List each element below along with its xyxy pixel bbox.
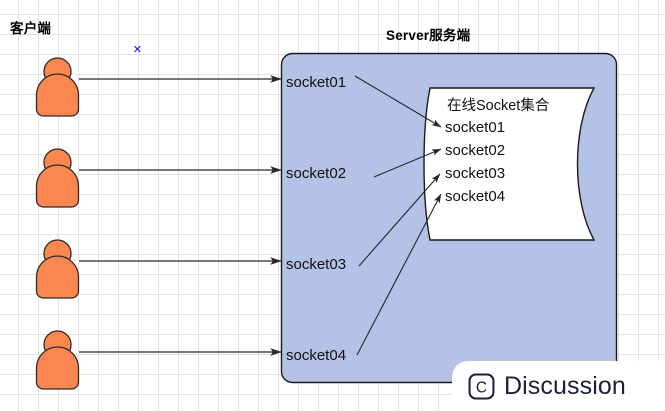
user-icon <box>35 148 80 208</box>
svg-text:C: C <box>476 379 487 396</box>
user-icon <box>35 330 80 390</box>
registration-arrow-socket01 <box>354 75 442 128</box>
server-socket-label-3: socket03 <box>286 256 347 273</box>
server-section-title: Server服务端 <box>386 28 471 43</box>
discussion-logo-icon: C <box>468 373 495 399</box>
collection-title: 在线Socket集合 <box>447 98 550 114</box>
registration-arrow-socket02 <box>373 148 442 178</box>
server-socket-label-4: socket04 <box>286 347 347 364</box>
discussion-watermark-label: Discussion <box>504 371 626 400</box>
registration-arrow-socket04 <box>356 193 442 356</box>
registration-arrow-socket03 <box>358 173 441 267</box>
user-icon <box>35 57 80 117</box>
collection-item-3: socket03 <box>445 165 506 182</box>
discussion-watermark: C Discussion <box>452 361 665 411</box>
server-socket-label-2: socket02 <box>286 165 347 182</box>
collection-item-4: socket04 <box>445 188 506 205</box>
collection-item-2: socket02 <box>445 142 506 159</box>
user-icon <box>35 239 80 299</box>
client-section-title: 客户端 <box>10 21 52 36</box>
cursor-crosshair-icon: × <box>133 41 142 58</box>
server-socket-label-1: socket01 <box>286 74 347 91</box>
collection-item-1: socket01 <box>445 119 506 136</box>
online-socket-collection-shape <box>423 87 596 241</box>
